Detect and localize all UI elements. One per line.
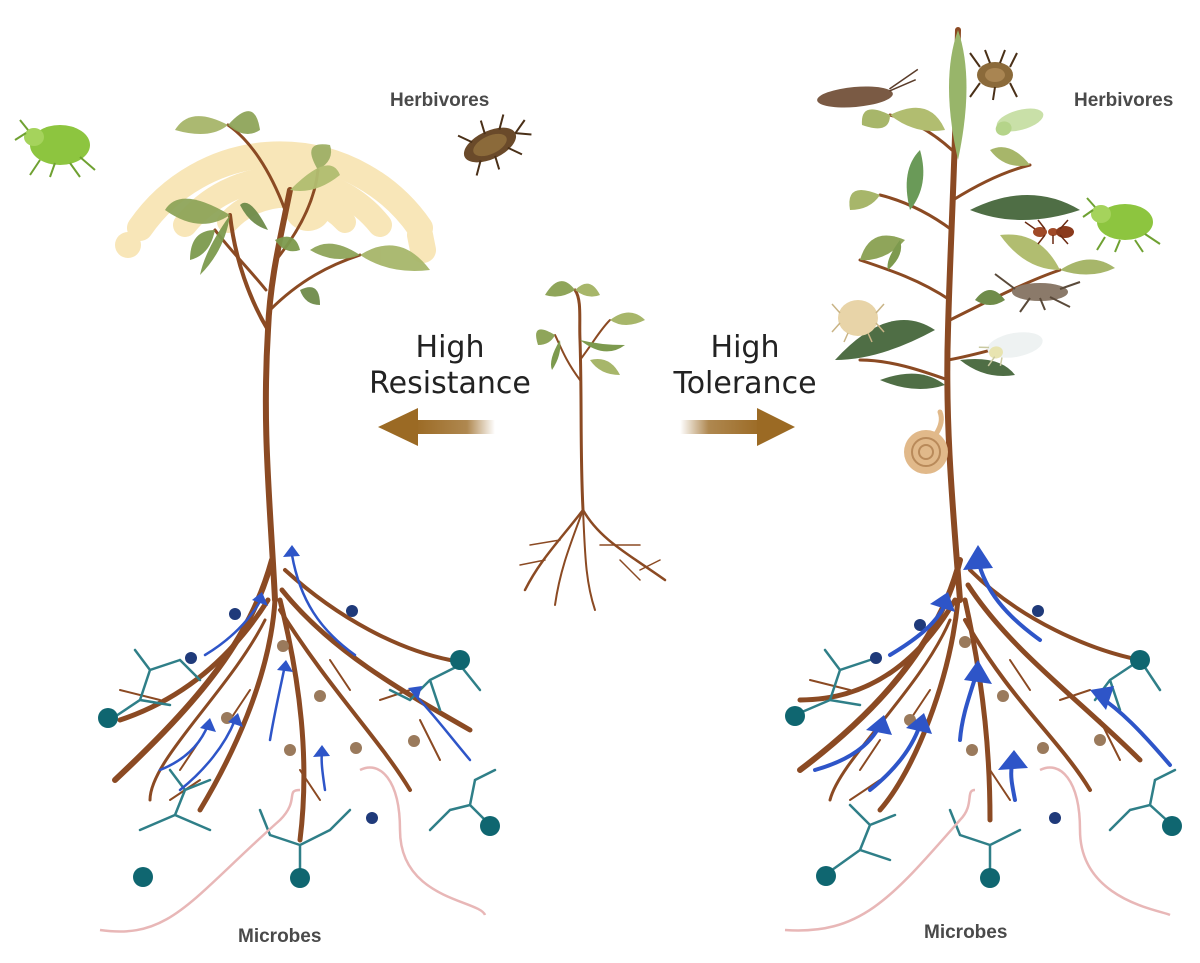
right-pink-root: [784, 766, 1171, 932]
microbes-label-left: Microbes: [238, 926, 322, 947]
high-resistance-label: High Resistance: [360, 330, 540, 402]
snail-icon: [904, 409, 948, 474]
ant-icon: [1024, 219, 1074, 245]
whitefly-icon: [995, 108, 1044, 136]
herbivores-label-right: Herbivores: [1074, 90, 1174, 111]
left-leaves: [165, 111, 430, 305]
left-spores: [98, 650, 500, 888]
high-tolerance-label: High Tolerance: [660, 330, 830, 402]
microbes-label-right: Microbes: [924, 922, 1008, 943]
tolerance-line1: High: [710, 330, 780, 365]
right-spores: [785, 650, 1182, 888]
resistance-arrow: [378, 408, 495, 446]
left-mycorrhizal-hyphae: [108, 648, 497, 877]
resistance-signal-rings: [115, 141, 436, 263]
right-nutrients: [904, 636, 1106, 756]
tick-icon: [969, 49, 1018, 101]
aphid-icon: [1082, 197, 1161, 253]
herbivores-label-left: Herbivores: [390, 90, 490, 111]
right-plant: [784, 27, 1182, 932]
left-pink-root: [99, 766, 487, 933]
aphid-icon: [14, 119, 96, 178]
center-seedling: [519, 281, 667, 611]
stink-bug-icon: [457, 114, 532, 176]
cricket-icon: [994, 273, 1081, 313]
moth-icon: [817, 68, 919, 108]
left-roots: [112, 557, 473, 843]
tolerance-line2: Tolerance: [673, 366, 817, 401]
mite-icon: [831, 300, 885, 343]
right-microbe-dots: [870, 605, 1061, 824]
left-nutrient-flow-arrows: [158, 553, 472, 792]
left-plant: [112, 111, 473, 843]
resistance-line1: High: [415, 330, 485, 365]
left-microbe-dots: [185, 605, 378, 824]
left-nutrients: [221, 640, 420, 756]
left-flow-arrowheads: [200, 545, 422, 757]
right-flow-arrowheads: [866, 545, 1114, 770]
right-nutrient-flow-arrows: [813, 558, 1172, 802]
right-leaves: [835, 30, 1115, 389]
tolerance-arrow: [680, 408, 795, 446]
resistance-line2: Resistance: [369, 366, 531, 401]
whitefly-icon: [978, 332, 1043, 367]
